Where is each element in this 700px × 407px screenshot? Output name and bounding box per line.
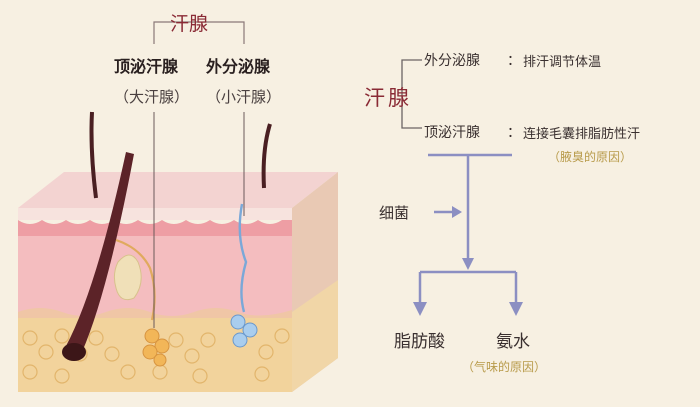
bacteria-arrowhead [452, 206, 462, 218]
sweat-gland-title: 汗腺 [170, 13, 209, 35]
apocrine-branch-note: （腋臭的原因） [548, 150, 633, 164]
eccrine-branch-name: 外分泌腺 [424, 53, 480, 69]
epidermis-wavy-edge [18, 220, 292, 236]
apocrine-gland-coil [142, 328, 170, 367]
eccrine-gland-coil [230, 314, 258, 348]
odor-cause-note: （气味的原因） [462, 360, 547, 374]
stem-arrowhead [462, 258, 474, 270]
apocrine-gland-alias: （大汗腺） [114, 88, 190, 106]
eccrine-duct [238, 203, 248, 313]
eccrine-gland-alias: （小汗腺） [206, 88, 282, 106]
branch-bracket [401, 59, 422, 129]
fatty-acid-arrowhead [413, 302, 427, 316]
hair-bulb [62, 343, 86, 361]
apocrine-branch-name: 顶泌汗腺 [424, 125, 480, 141]
apocrine-gland-label: 顶泌汗腺 [114, 57, 179, 76]
apocrine-branch-function: 连接毛囊排脂肪性汗 [523, 127, 641, 142]
eccrine-branch-colon: ： [507, 53, 521, 69]
ammonia-arrowhead [509, 302, 523, 316]
hair-strand-left [89, 111, 98, 199]
eccrine-branch-function: 排汗调节体温 [523, 55, 602, 70]
epidermis-layer [18, 208, 292, 220]
ammonia-label: 氨水 [496, 332, 530, 352]
fat-cells [22, 328, 290, 384]
fatty-acid-label: 脂肪酸 [394, 332, 445, 352]
bacteria-label: 细菌 [379, 204, 410, 222]
flow-title: 汗腺 [364, 86, 412, 110]
eccrine-gland-label: 外分泌腺 [206, 57, 271, 76]
sebaceous-gland [113, 254, 142, 301]
skin-top-surface [18, 172, 338, 208]
hair-follicle [66, 152, 134, 352]
apocrine-branch-colon: ： [507, 125, 521, 141]
skin-right-side-fat [292, 280, 338, 392]
hair-strand-right [261, 123, 272, 189]
title-bracket [153, 21, 245, 44]
